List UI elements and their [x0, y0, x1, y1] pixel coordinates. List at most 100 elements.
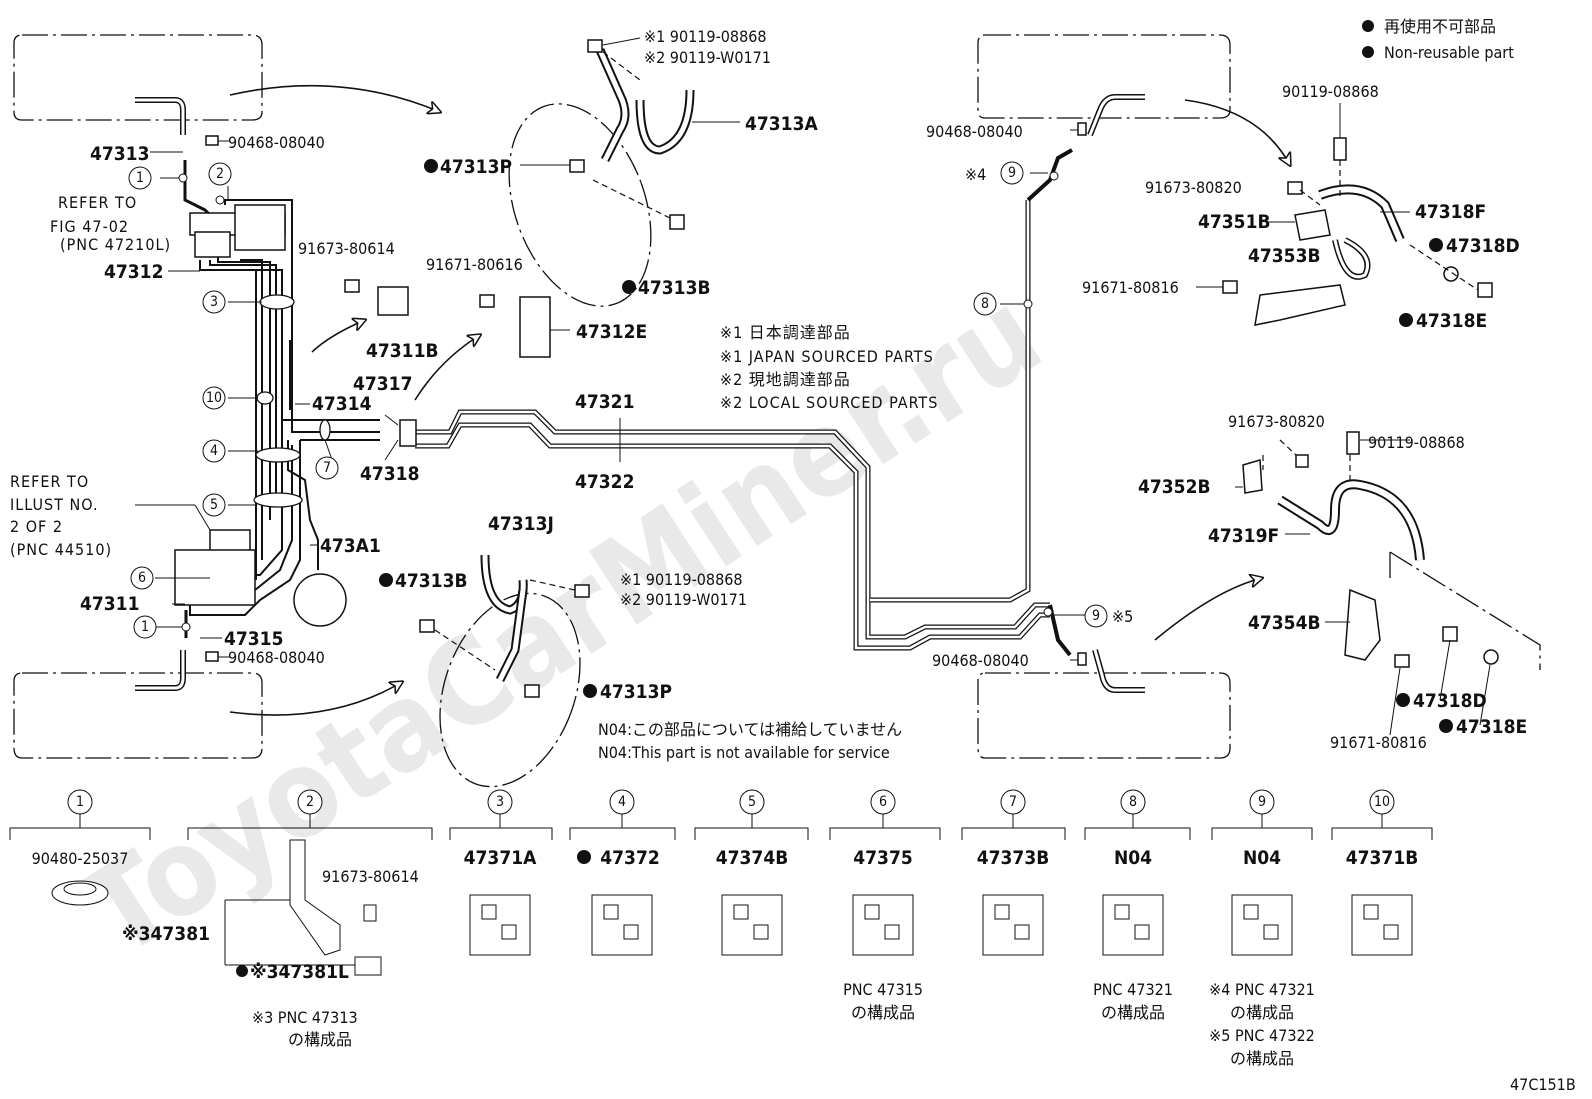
- clip-table: 190480-25037291673-80614※347381※347381L※…: [9, 789, 1433, 1068]
- label-47313J: 47313J: [488, 513, 554, 535]
- label-91671-80616: 91671-80616: [426, 255, 523, 274]
- label-90119-r2: 90119-08868: [1368, 433, 1465, 452]
- nonreusable-dot-icon: [1362, 20, 1374, 32]
- watermark: ToyotaCarMiner.ru: [60, 264, 1065, 984]
- clip-callout-num: 10: [1374, 794, 1390, 810]
- clip-icon: [1077, 122, 1087, 136]
- refer-illust-line1: REFER TO: [10, 472, 89, 491]
- label-47351B: 47351B: [1198, 211, 1271, 233]
- clip-part-number: N04: [1243, 847, 1281, 869]
- label-47319F: 47319F: [1208, 525, 1279, 547]
- clip-callout-num: 2: [306, 794, 314, 810]
- svg-text:2: 2: [216, 166, 224, 182]
- svg-text:1: 1: [141, 619, 149, 635]
- label-90119-r1: 90119-08868: [1282, 82, 1379, 101]
- svg-text:10: 10: [206, 390, 222, 406]
- clip-icon: [469, 894, 531, 956]
- label-47318D-1: 47318D: [1446, 235, 1520, 257]
- callout-1a: 1: [128, 166, 152, 190]
- legend-en: Non-reusable part: [1384, 43, 1514, 62]
- bracket-47312E: [519, 296, 551, 358]
- clip-part-number: 47371A: [464, 847, 537, 869]
- svg-text:8: 8: [981, 296, 989, 312]
- label-47352B: 47352B: [1138, 476, 1211, 498]
- label-90119-2-bot: ※2 90119-W0171: [620, 590, 747, 609]
- bolt-icon: [344, 279, 360, 293]
- nonreusable-dot-icon: [1396, 693, 1410, 707]
- note-1-jp: ※1 日本調達部品: [720, 323, 851, 342]
- clip-callout-num: 1: [76, 794, 84, 810]
- body-outlines: [13, 34, 1541, 788]
- nonreusable-dot-icon: [1429, 238, 1443, 252]
- brackets-bolts: [205, 39, 1499, 698]
- clip-icon: [982, 894, 1044, 956]
- label-90468-a: 90468-08040: [228, 133, 325, 152]
- clip-icon: [591, 894, 653, 956]
- bolt-icon: [1295, 454, 1309, 468]
- label-47321: 47321: [575, 391, 634, 413]
- gasket-icon: [524, 684, 540, 698]
- clip-icon: [205, 651, 219, 662]
- callout-2: 2: [208, 162, 232, 186]
- bolt-icon: [587, 39, 603, 53]
- clip-sub-label: PNC 47315: [843, 980, 923, 999]
- bolt-icon: [1346, 431, 1360, 455]
- clip-sub-label: ※347381: [122, 923, 210, 945]
- clip-part-number: 47373B: [977, 847, 1050, 869]
- label-47318E-1: 47318E: [1416, 310, 1487, 332]
- legend-jp: 再使用不可部品: [1384, 17, 1496, 36]
- clip-sub-label: 91673-80614: [322, 867, 419, 886]
- refer-illust-line4: (PNC 44510): [10, 540, 112, 559]
- clip-sub-label: ※347381L: [250, 961, 349, 983]
- callout-5: 5: [202, 493, 226, 517]
- label-47353B: 47353B: [1248, 245, 1321, 267]
- label-47313P-top: 47313P: [440, 156, 512, 178]
- callout-9b: 9: [1084, 604, 1108, 628]
- svg-text:1: 1: [136, 170, 144, 186]
- callout-circles: 1 2 3 10 4 5 7 6 1 9 8 9: [128, 161, 1108, 639]
- leader-lines: [135, 37, 1491, 736]
- clip-sub-label: の構成品: [1101, 1003, 1165, 1022]
- bolt-icon: [669, 214, 685, 230]
- label-47354B: 47354B: [1248, 612, 1321, 634]
- clip-callout-num: 7: [1009, 794, 1017, 810]
- label-91671-r1: 91671-80816: [1082, 278, 1179, 297]
- svg-text:4: 4: [210, 443, 218, 459]
- label-91673-80614: 91673-80614: [298, 239, 395, 258]
- flex-hoses: [480, 48, 1425, 683]
- label-90119-1-top: ※1 90119-08868: [644, 27, 767, 46]
- label-473A1: 473A1: [320, 535, 381, 557]
- svg-text:9: 9: [1092, 608, 1100, 624]
- label-47318D-2: 47318D: [1413, 690, 1487, 712]
- label-90468-b: 90468-08040: [228, 648, 325, 667]
- label-47318E-2: 47318E: [1456, 716, 1527, 738]
- label-47318F: 47318F: [1415, 201, 1486, 223]
- clip-icon: [205, 135, 219, 146]
- label-47313B-top: 47313B: [638, 277, 711, 299]
- assembly-lines: [434, 51, 1479, 671]
- note-n04-jp: N04:この部品については補給していません: [598, 720, 902, 739]
- label-47313A: 47313A: [745, 113, 818, 135]
- clip-callout-num: 5: [748, 794, 756, 810]
- note-n04-en: N04:This part is not available for servi…: [598, 743, 890, 762]
- note-2-en: ※2 LOCAL SOURCED PARTS: [720, 393, 938, 412]
- refer-illust-line3: 2 OF 2: [10, 517, 63, 536]
- clip-sub-label: PNC 47321: [1093, 980, 1173, 999]
- clamp-markers: [253, 294, 331, 508]
- refer-fig-line2: FIG 47-02: [50, 217, 129, 236]
- pipe-joints: [178, 171, 1059, 632]
- clip-sub-label: の構成品: [288, 1030, 352, 1049]
- svg-text:3: 3: [210, 294, 218, 310]
- label-47311: 47311: [80, 593, 139, 615]
- label-91671-r2: 91671-80816: [1330, 733, 1427, 752]
- callout-1b: 1: [133, 615, 157, 639]
- bolt-icon: [1333, 137, 1347, 161]
- nonreusable-dot-icon: [379, 573, 393, 587]
- nonreusable-dot-icon: [577, 850, 591, 864]
- callout-3: 3: [202, 290, 226, 314]
